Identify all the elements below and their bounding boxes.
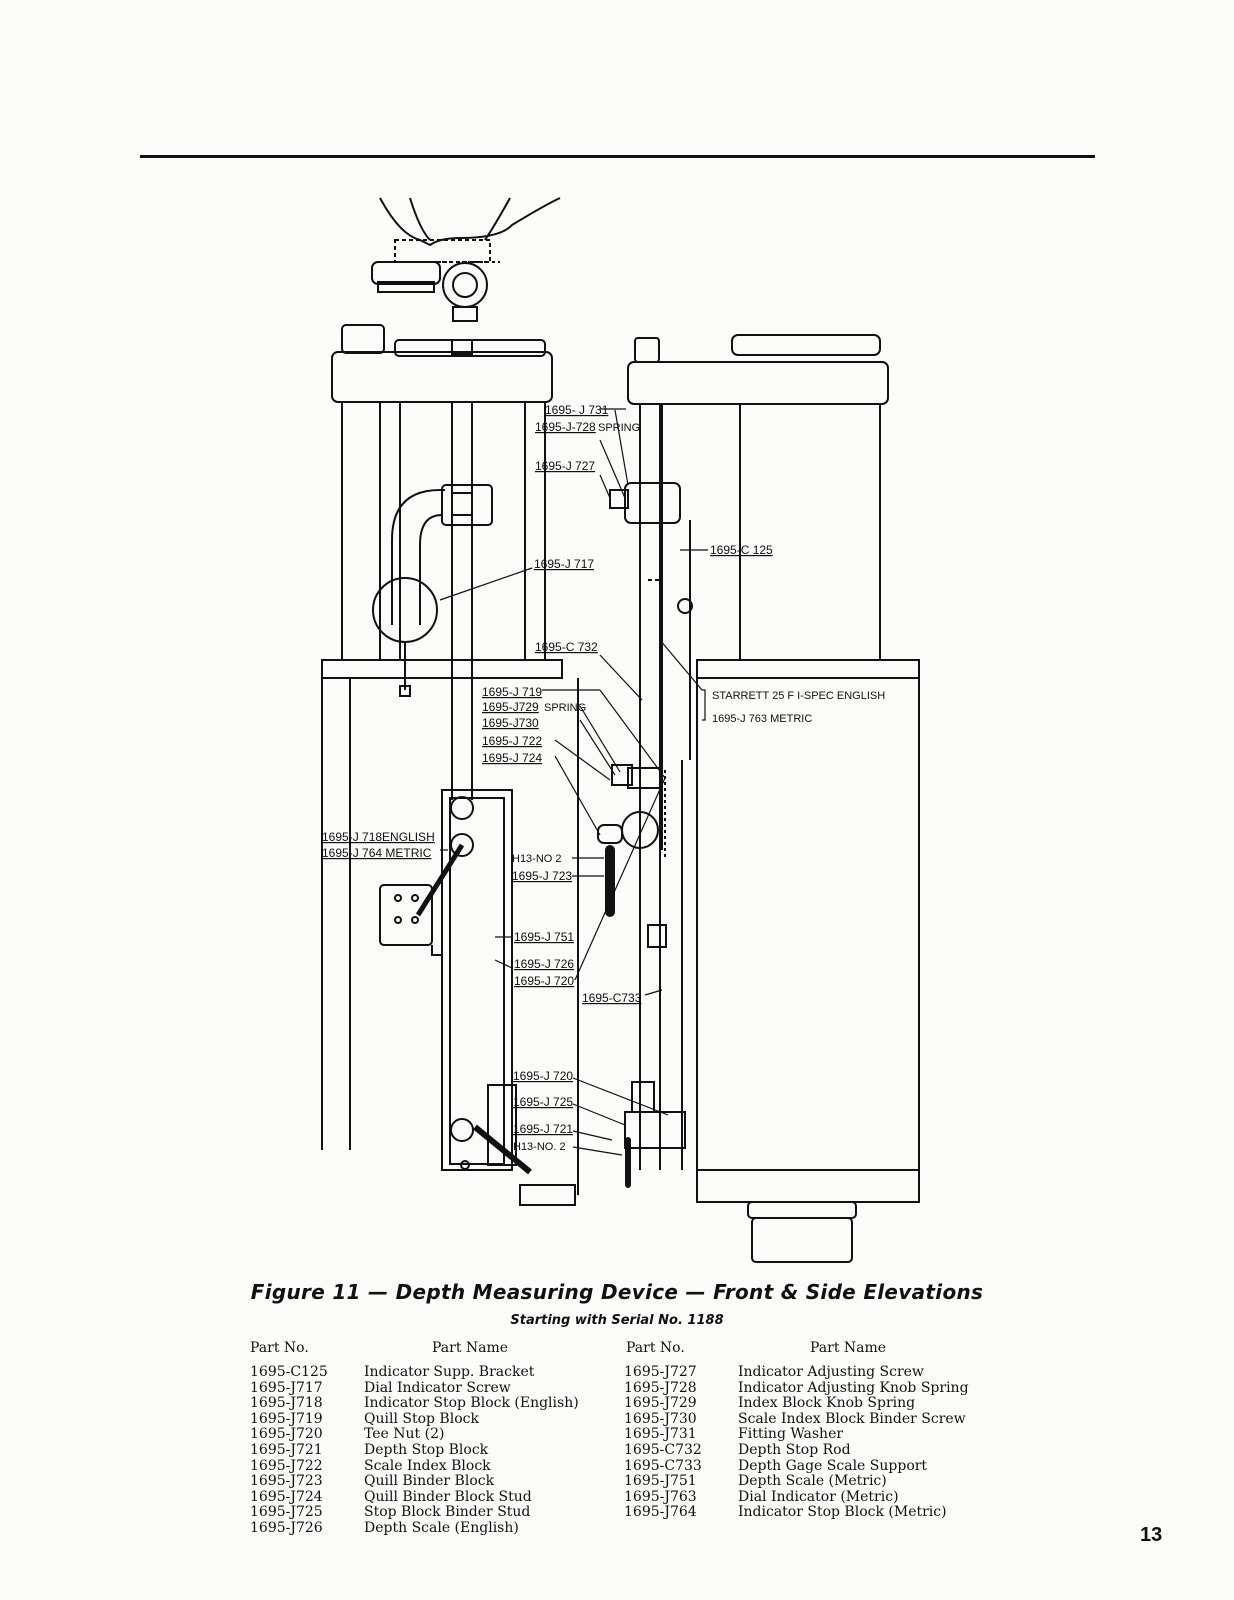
label-1695-c732: 1695-C 732: [535, 640, 598, 654]
label-1695-j731: 1695- J 731: [545, 403, 609, 417]
figure-title: Figure 11 — Depth Measuring Device — Fro…: [250, 1280, 984, 1304]
label-1695-j719: 1695-J 719: [482, 685, 542, 699]
header-part-name-left: Part Name: [432, 1340, 509, 1356]
top-rule: [140, 155, 1095, 158]
callout-labels: 1695- J 731 1695-J-728 SPRING 1695-J 727…: [322, 403, 885, 1153]
label-1695-j728-spring: SPRING: [598, 422, 640, 434]
front-elevation-drawing: [321, 324, 579, 1206]
leader-lines: [439, 408, 708, 1156]
header-part-name-right: Part Name: [810, 1340, 887, 1356]
label-1695-j727: 1695-J 727: [535, 459, 595, 473]
label-1695-j718-english: 1695-J 718ENGLISH: [322, 830, 435, 844]
header-part-no-right: Part No.: [626, 1340, 685, 1356]
spindle-head-drawing: [371, 197, 561, 322]
label-1695-c733: 1695-C733: [582, 991, 642, 1005]
label-1695-j725: 1695-J 725: [513, 1095, 573, 1109]
label-1695-j717: 1695-J 717: [534, 557, 594, 571]
label-h13-no2-upper: H13-NO 2: [512, 853, 562, 865]
label-1695-j720-lower: 1695-J 720: [513, 1069, 573, 1083]
page-number: 13: [1140, 1524, 1163, 1546]
label-1695-j729: 1695-J729: [482, 700, 539, 714]
label-1695-j723: 1695-J 723: [512, 869, 572, 883]
side-elevation-drawing: [597, 334, 920, 1263]
depth-measuring-device-drawing: 1695- J 731 1695-J-728 SPRING 1695-J 727…: [321, 197, 920, 1263]
label-1695-j729-spring: SPRING: [544, 702, 586, 714]
label-1695-j726: 1695-J 726: [514, 957, 574, 971]
label-1695-j764-metric: 1695-J 764 METRIC: [322, 846, 432, 860]
label-h13-no2-lower: H13-NO. 2: [513, 1141, 566, 1153]
label-1695-c125: 1695-C 125: [710, 543, 773, 557]
label-1695-j730: 1695-J730: [482, 716, 539, 730]
label-1695-j751: 1695-J 751: [514, 930, 574, 944]
label-1695-j724: 1695-J 724: [482, 751, 542, 765]
label-starrett-english: STARRETT 25 F I-SPEC ENGLISH: [712, 690, 885, 702]
label-1695-j763-metric: 1695-J 763 METRIC: [712, 713, 812, 725]
header-part-no-left: Part No.: [250, 1340, 309, 1356]
label-1695-j722: 1695-J 722: [482, 734, 542, 748]
label-1695-j728: 1695-J-728: [535, 420, 596, 434]
label-1695-j721: 1695-J 721: [513, 1122, 573, 1136]
label-1695-j720-upper: 1695-J 720: [514, 974, 574, 988]
figure-subtitle: Starting with Serial No. 1188: [510, 1313, 724, 1328]
